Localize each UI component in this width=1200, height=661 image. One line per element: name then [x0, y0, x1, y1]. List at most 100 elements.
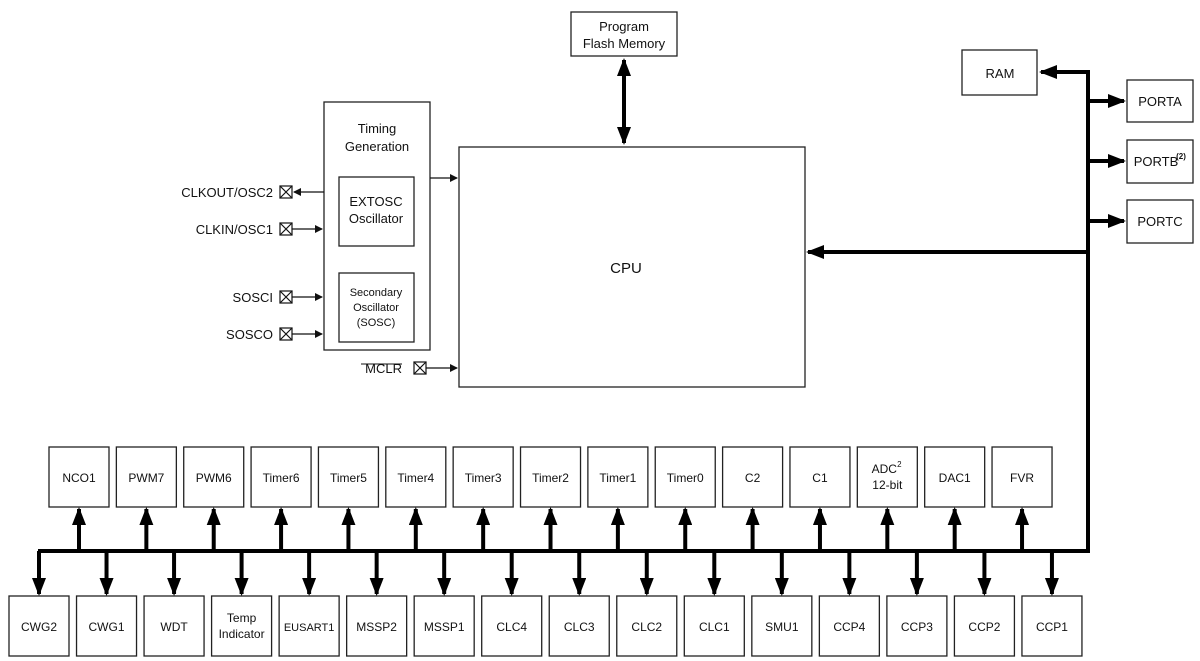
- peripheral-label: CLC4: [496, 620, 527, 634]
- peripheral-label: WDT: [160, 620, 188, 634]
- peripheral-fvr: FVR: [991, 446, 1053, 551]
- peripheral-label: FVR: [1010, 471, 1034, 485]
- portb-label: PORTB: [1134, 154, 1179, 169]
- pin-cross-icon: [279, 222, 293, 236]
- peripheral-clc2: CLC2: [616, 551, 678, 657]
- peripheral-clc3: CLC3: [548, 551, 610, 657]
- program-flash-memory-block: Program Flash Memory: [570, 11, 678, 57]
- peripheral-label-line2: 12-bit: [872, 478, 903, 492]
- peripheral-nco1: NCO1: [48, 446, 110, 551]
- porta-block: PORTA: [1126, 79, 1194, 123]
- sosc-label-3: (SOSC): [357, 317, 396, 329]
- peripheral-label: Timer2: [532, 471, 569, 485]
- peripheral-timer1: Timer1: [587, 446, 649, 551]
- peripheral-label: Timer4: [397, 471, 434, 485]
- peripheral-c2: C2: [721, 446, 784, 551]
- peripheral-label: Timer3: [465, 471, 502, 485]
- pin-sosco: SOSCO: [226, 327, 323, 342]
- pin-clkin: CLKIN/OSC1: [196, 222, 323, 237]
- pin-label-sosco: SOSCO: [226, 327, 273, 342]
- peripheral-mssp2: MSSP2: [345, 551, 408, 657]
- portb-note: (2): [1176, 152, 1186, 161]
- peripheral-timer5: Timer5: [317, 446, 380, 551]
- peripheral-timer6: Timer6: [250, 446, 312, 551]
- peripheral-superscript: 2: [897, 460, 902, 469]
- peripheral-ccp3: CCP3: [886, 551, 948, 657]
- pin-cross-icon: [279, 290, 293, 304]
- peripheral-label: Timer1: [599, 471, 636, 485]
- peripheral-label: CCP3: [901, 620, 933, 634]
- cpu-block: CPU: [458, 146, 806, 388]
- portb-block: PORTB (2): [1126, 139, 1194, 184]
- peripheral-cwg2: CWG2: [8, 551, 70, 657]
- pin-cross-icon: [413, 361, 427, 375]
- flash-label-2: Flash Memory: [583, 36, 666, 51]
- peripheral-clc1: CLC1: [683, 551, 745, 657]
- pin-cross-icon: [279, 185, 293, 199]
- peripheral-label: Temp: [227, 611, 257, 625]
- peripheral-clc4: CLC4: [481, 551, 543, 657]
- porta-label: PORTA: [1138, 94, 1182, 109]
- portc-block: PORTC: [1126, 199, 1194, 244]
- peripheral-label: DAC1: [939, 471, 971, 485]
- peripheral-label: MSSP1: [424, 620, 465, 634]
- peripheral-label: Timer0: [667, 471, 704, 485]
- peripheral-label: PWM7: [128, 471, 164, 485]
- peripheral-ccp4: CCP4: [818, 551, 881, 657]
- portc-label: PORTC: [1137, 214, 1182, 229]
- peripheral-label: CCP1: [1036, 620, 1068, 634]
- peripheral-mssp1: MSSP1: [413, 551, 475, 657]
- ram-block: RAM: [961, 49, 1038, 96]
- peripheral-cwg1: CWG1: [75, 551, 138, 657]
- pin-label-clkin: CLKIN/OSC1: [196, 222, 273, 237]
- peripheral-label: Timer6: [263, 471, 300, 485]
- pin-sosci: SOSCI: [233, 290, 323, 305]
- peripheral-label: C2: [745, 471, 761, 485]
- peripheral-label: CLC3: [564, 620, 595, 634]
- system-bus-vertical: [1039, 65, 1090, 553]
- peripheral-pwm6: PWM6: [183, 446, 245, 551]
- peripheral-label: SMU1: [765, 620, 799, 634]
- peripheral-dac1: DAC1: [924, 446, 986, 551]
- extosc-label-2: Oscillator: [349, 211, 404, 226]
- peripheral-label: EUSART1: [284, 622, 335, 634]
- pin-clkout: CLKOUT/OSC2: [181, 185, 324, 200]
- peripheral-label: Timer5: [330, 471, 367, 485]
- extosc-label-1: EXTOSC: [349, 194, 402, 209]
- peripheral-c1: C1: [789, 446, 851, 551]
- peripheral-ccp1: CCP1: [1021, 551, 1083, 657]
- pin-label-mclr: MCLR: [365, 361, 402, 376]
- peripheral-label: CWG1: [89, 620, 125, 634]
- pin-label-sosci: SOSCI: [233, 290, 273, 305]
- pin-label-clkout: CLKOUT/OSC2: [181, 185, 273, 200]
- peripheral-label: CLC1: [699, 620, 730, 634]
- peripheral-timer0: Timer0: [654, 446, 716, 551]
- sosc-label-2: Oscillator: [353, 302, 399, 314]
- pin-mclr: MCLR: [365, 361, 458, 376]
- top-peripherals: NCO1 PWM7 PWM6 Timer6 Timer5 Timer4 Timer3 Time…: [48, 446, 1053, 551]
- peripheral-timer3: Timer3: [452, 446, 514, 551]
- peripheral-label: MSSP2: [356, 620, 397, 634]
- peripheral-label: CLC2: [631, 620, 662, 634]
- peripheral-smu1: SMU1: [751, 551, 813, 657]
- peripheral-label-line2: Indicator: [219, 627, 265, 641]
- peripheral-timer4: Timer4: [385, 446, 447, 551]
- peripheral-label: ADC: [872, 462, 898, 476]
- flash-label-1: Program: [599, 19, 649, 34]
- peripheral-label: NCO1: [62, 471, 96, 485]
- peripheral-wdt: WDT: [143, 551, 205, 657]
- peripheral-ccp2: CCP2: [953, 551, 1016, 657]
- peripheral-label: CCP2: [968, 620, 1000, 634]
- peripheral-label: PWM6: [196, 471, 232, 485]
- peripheral-label: CCP4: [833, 620, 865, 634]
- timing-generation-block: Timing Generation EXTOSC Oscillator Seco…: [323, 101, 431, 351]
- pin-cross-icon: [279, 327, 293, 341]
- peripheral-eusart1: EUSART1: [278, 551, 340, 657]
- peripheral-timer2: Timer2: [519, 446, 582, 551]
- peripheral-label: C1: [812, 471, 828, 485]
- ram-label: RAM: [986, 66, 1015, 81]
